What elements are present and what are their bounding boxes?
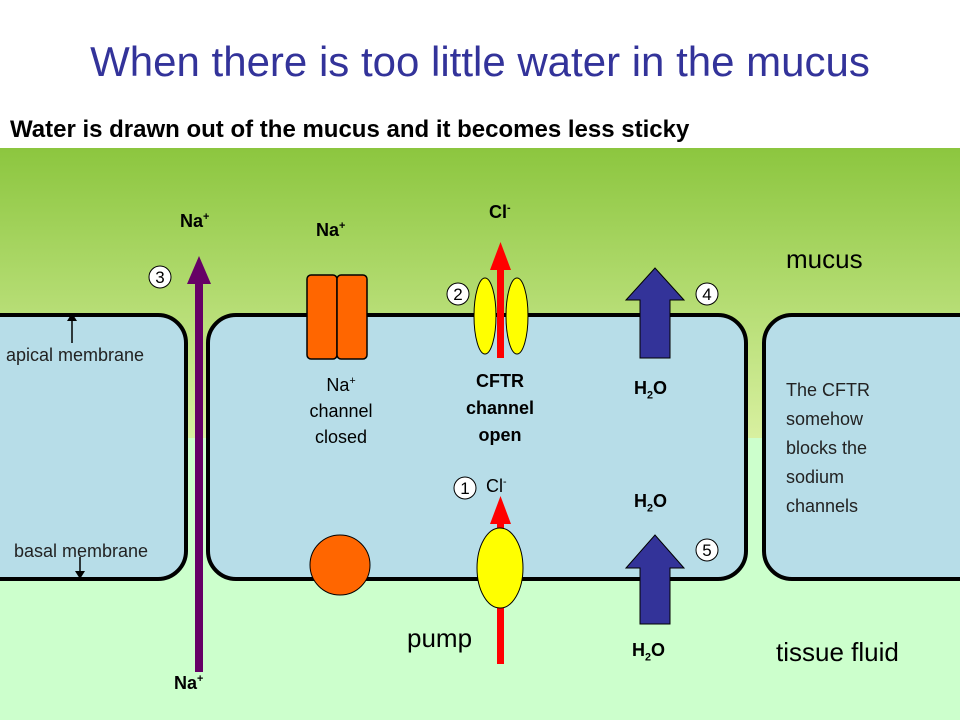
na-channel-caption: Na+ channel closed (309, 375, 373, 447)
cl-pump (476, 527, 524, 609)
na-label-channel-top: Na+ (316, 220, 346, 240)
h2o-label-upper: H2O (634, 378, 668, 402)
cl-arrow-apical (490, 242, 511, 358)
svg-text:2: 2 (453, 285, 462, 304)
cl-label-basal: Cl- (486, 476, 507, 496)
na-arrow (187, 256, 211, 672)
step-4-marker: 4 (695, 282, 719, 306)
page-subtitle: Water is drawn out of the mucus and it b… (10, 116, 690, 143)
svg-text:5: 5 (702, 541, 711, 560)
apical-membrane-label: apical membrane (6, 345, 145, 365)
right-cell (762, 313, 960, 581)
cftr-channel (473, 277, 529, 355)
step-3-marker: 3 (148, 265, 172, 289)
cftr-note: The CFTR somehow blocks the sodium chann… (786, 380, 871, 516)
svg-text:4: 4 (702, 285, 711, 304)
cftr-caption: CFTR channel open (465, 371, 535, 445)
na-channel (306, 274, 368, 360)
water-arrow-basal (624, 534, 686, 625)
svg-text:1: 1 (460, 479, 469, 498)
water-arrow-apical (624, 267, 686, 359)
h2o-label-bottom: H2O (632, 640, 666, 664)
apical-pointer (67, 313, 77, 343)
step-1-marker: 1 (453, 476, 477, 500)
na-label-top-left: Na+ (180, 211, 210, 231)
basal-membrane-label: basal membrane (14, 541, 149, 561)
na-label-bottom: Na+ (174, 673, 204, 693)
basal-pointer (75, 557, 85, 579)
h2o-label-middle: H2O (634, 491, 668, 515)
page-title: When there is too little water in the mu… (90, 38, 870, 85)
pump-label: pump (407, 623, 473, 653)
cl-label-top: Cl- (489, 202, 511, 222)
tissue-fluid-label: tissue fluid (776, 637, 899, 667)
pump-circle (309, 534, 371, 596)
svg-text:3: 3 (155, 268, 164, 287)
step-2-marker: 2 (446, 282, 470, 306)
step-5-marker: 5 (695, 538, 719, 562)
mucus-label: mucus (786, 244, 863, 274)
